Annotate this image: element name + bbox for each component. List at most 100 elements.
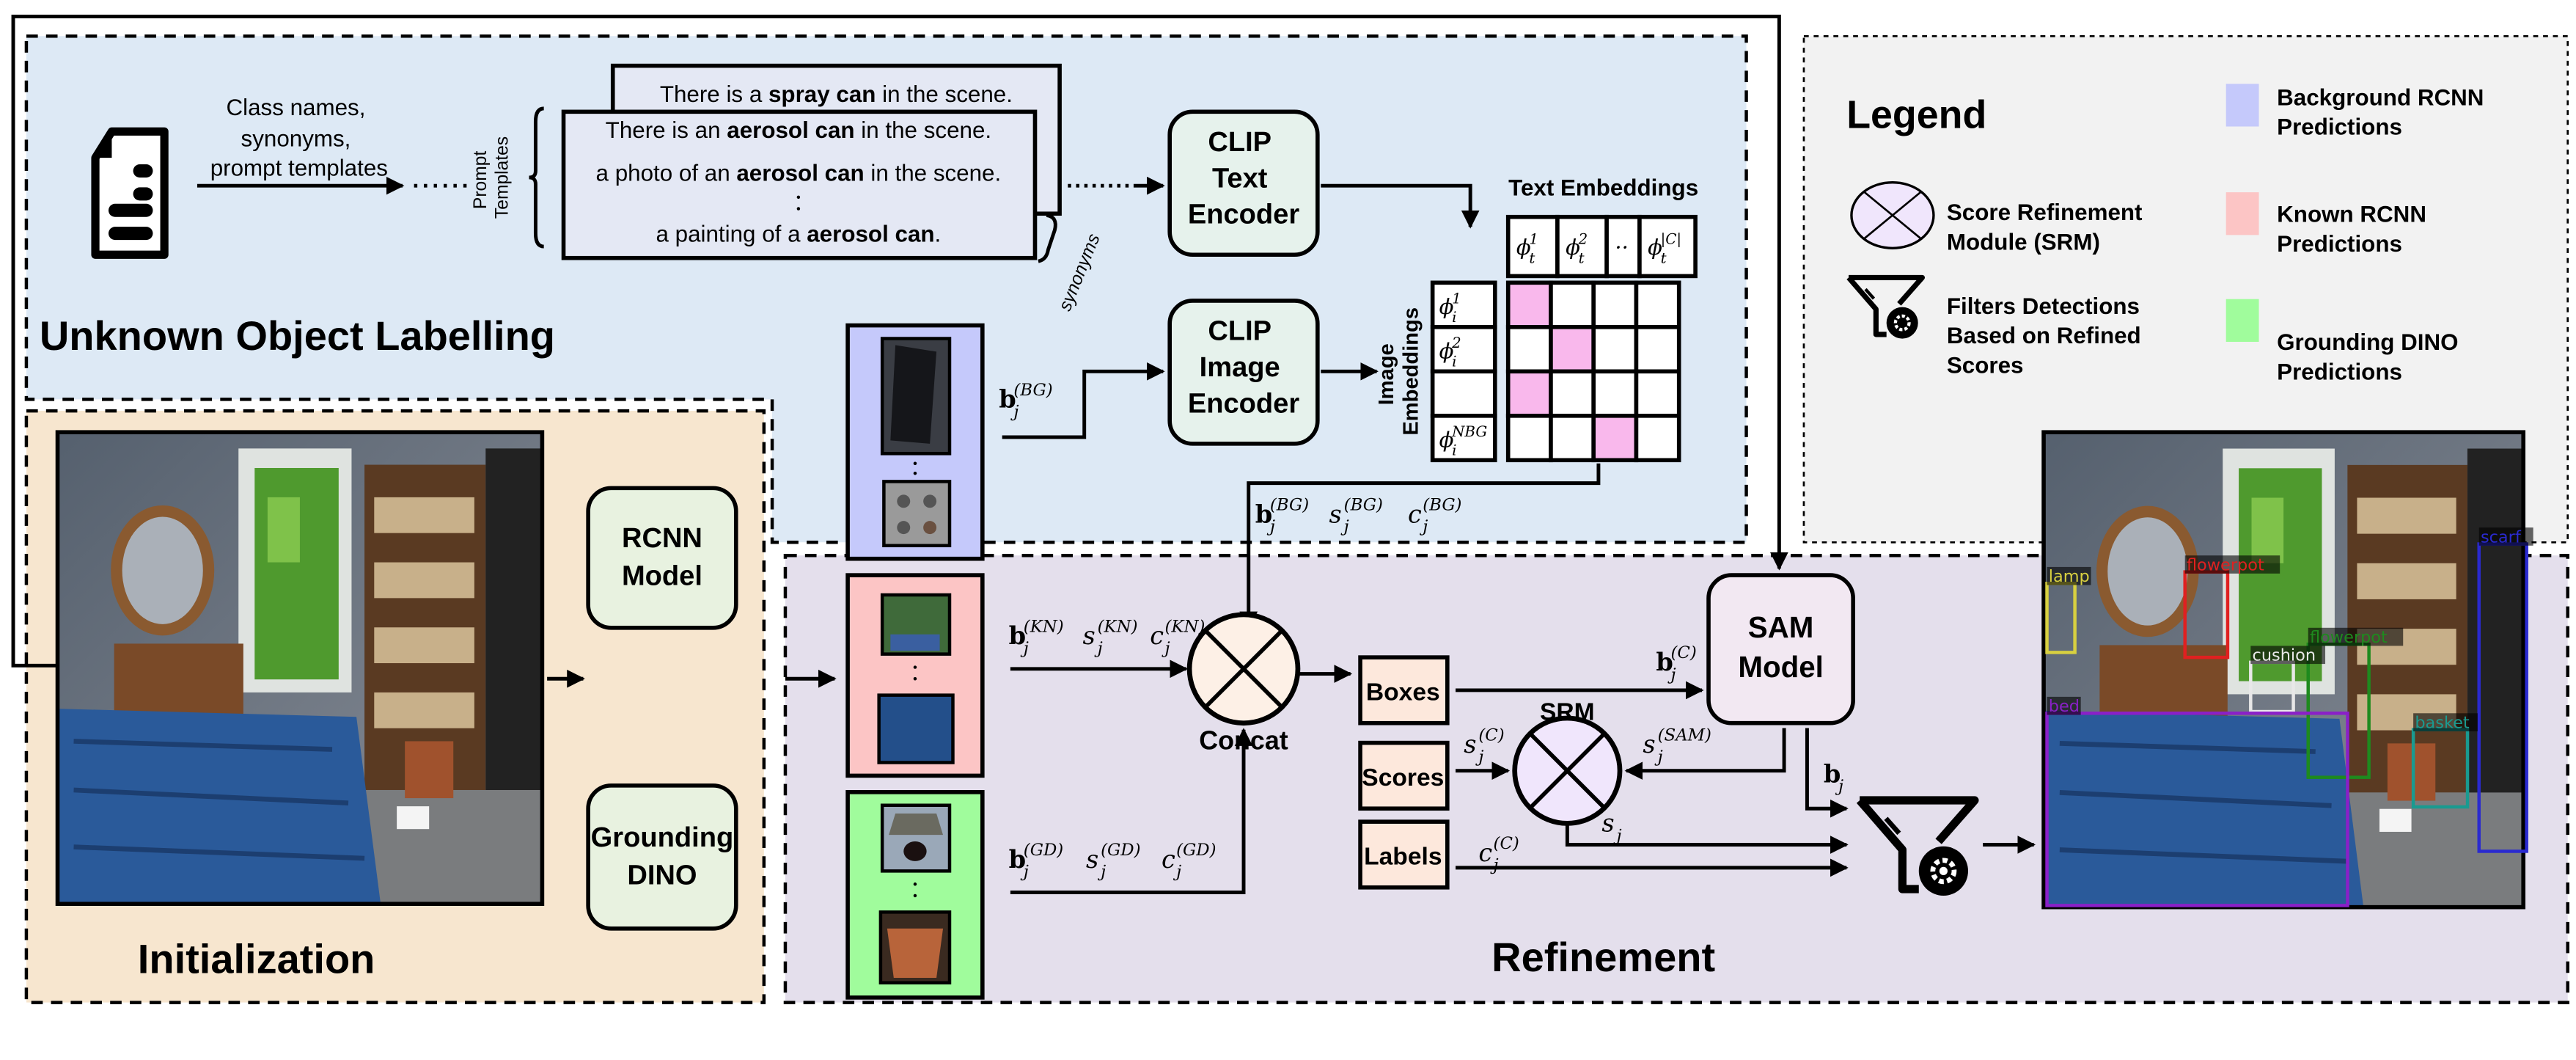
math-superscript: (C) xyxy=(1478,725,1504,745)
detection-label: basket xyxy=(2415,713,2470,732)
labels-label: Labels xyxy=(1364,843,1442,870)
background-legend-swatch xyxy=(2225,84,2259,127)
similarity-cell xyxy=(1634,325,1681,374)
similarity-cell xyxy=(1634,280,1681,329)
similarity-cell xyxy=(1591,325,1639,374)
math-superscript: 1 xyxy=(1452,290,1461,307)
math-superscript: (C) xyxy=(1494,834,1519,853)
math-superscript: (KN) xyxy=(1024,617,1064,636)
known-crop-image xyxy=(880,593,952,656)
math-base: ϕ xyxy=(1566,235,1580,260)
bg-box-label: b(BG)j xyxy=(999,381,1052,422)
math-superscript: (GD) xyxy=(1024,841,1063,860)
math-subscript: i xyxy=(1452,309,1456,326)
grounding-dino-model xyxy=(586,783,738,931)
boxes-label: Boxes xyxy=(1366,679,1440,706)
math-base: s xyxy=(1643,730,1655,759)
similarity-cell xyxy=(1591,369,1639,418)
math-base: ϕ xyxy=(1516,235,1531,260)
detection-label: scarf xyxy=(2481,527,2522,547)
math-superscript: (BG) xyxy=(1013,381,1052,400)
prompt-card-front xyxy=(561,109,1038,260)
math-base: c xyxy=(1408,500,1422,528)
ellipsis-dots xyxy=(913,882,917,898)
output-image xyxy=(2044,432,2523,907)
similarity-cell xyxy=(1591,413,1639,463)
synonyms-brace xyxy=(1038,213,1057,263)
synonym-prompt: There is a spray can in the scene. xyxy=(660,81,1013,107)
concat-label: Concat xyxy=(1199,726,1288,756)
boxes-block xyxy=(1358,655,1450,725)
input-image xyxy=(58,432,543,904)
math-base: s xyxy=(1601,809,1614,838)
detection-box: lamp xyxy=(2045,566,2091,654)
prompt-line: There is an aerosol can in the scene. xyxy=(606,117,991,143)
prompt-line: a photo of an aerosol can in the scene. xyxy=(596,160,1002,186)
math-superscript: (SAM) xyxy=(1658,725,1711,745)
rcnn-model xyxy=(586,486,738,630)
clip-text-encoder xyxy=(1167,109,1320,257)
gd-to-concat-arrow xyxy=(1010,728,1253,894)
text-embedding-cell xyxy=(1555,214,1609,279)
math-subscript: i xyxy=(1452,353,1456,370)
math-base: b xyxy=(1009,621,1027,650)
scores-label: Scores xyxy=(1362,764,1444,792)
text-embedding-label: ·· xyxy=(1615,235,1629,260)
math-superscript: (GD) xyxy=(1101,841,1140,860)
detection-box: scarf xyxy=(2477,527,2533,853)
math-superscript: 2 xyxy=(1451,335,1461,351)
similarity-cell xyxy=(1591,280,1639,329)
labels-block xyxy=(1358,819,1450,890)
detection-label: bed xyxy=(2049,697,2080,716)
concat-operator xyxy=(1186,612,1301,726)
similarity-cell xyxy=(1549,369,1596,418)
math-superscript: 1 xyxy=(1529,231,1538,248)
image-embedding-cell xyxy=(1430,325,1497,374)
background-crop-image xyxy=(880,337,952,456)
combined-box-label: b(C)j xyxy=(1656,643,1696,684)
prompt-templates-label: Prompt Templates xyxy=(471,136,512,219)
math-base: ϕ xyxy=(1439,427,1454,452)
ellipsis-dots xyxy=(913,461,917,475)
math-superscript: (BG) xyxy=(1344,496,1383,515)
detection-box: basket xyxy=(2411,713,2478,809)
bg-to-image-encoder-arrow xyxy=(1002,362,1165,439)
bg-to-concat-arrow xyxy=(1239,463,1601,630)
math-superscript: (KN) xyxy=(1164,617,1205,636)
unknown-object-labelling-title: Unknown Object Labelling xyxy=(40,312,555,359)
legend-title: Legend xyxy=(1846,93,1986,137)
text-embedding-cell xyxy=(1604,214,1642,279)
initialization-title: Initialization xyxy=(138,935,375,982)
math-superscript: (BG) xyxy=(1270,496,1309,515)
math-superscript: 2 xyxy=(1578,231,1588,248)
image-embedding-cell xyxy=(1430,413,1497,463)
math-base: c xyxy=(1478,838,1492,867)
filter-gear-icon xyxy=(1856,796,1979,896)
detection-box: flowerpot xyxy=(2306,627,2404,779)
caption-line: synonyms, xyxy=(241,125,351,151)
math-base: b xyxy=(1255,499,1273,528)
image-embedding-cell xyxy=(1430,280,1497,329)
similarity-cell xyxy=(1634,369,1681,418)
math-superscript: (C) xyxy=(1670,643,1696,662)
math-subscript: t xyxy=(1529,249,1535,266)
math-base: b xyxy=(1824,759,1841,788)
math-base: s xyxy=(1464,730,1476,759)
input-caption: Class names, synonyms, prompt templates xyxy=(210,95,388,181)
similarity-cell xyxy=(1505,325,1553,374)
math-superscript: (GD) xyxy=(1176,841,1216,860)
templates-brace xyxy=(529,106,544,249)
math-base: b xyxy=(1009,844,1027,874)
math-subscript: t xyxy=(1661,249,1667,266)
similarity-cell xyxy=(1505,413,1553,463)
math-superscript: (BG) xyxy=(1423,496,1461,515)
